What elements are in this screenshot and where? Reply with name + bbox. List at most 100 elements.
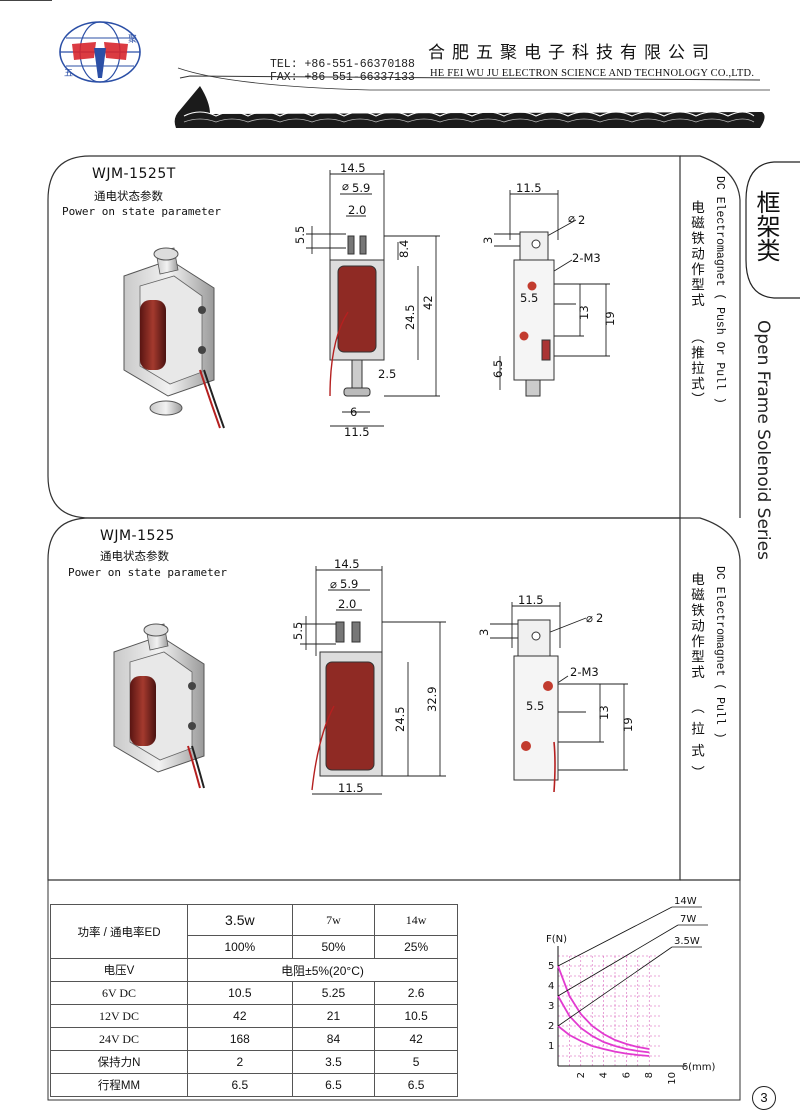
logo-char-left: 五 [64, 69, 73, 79]
series-tab [745, 161, 800, 299]
y-tick-label: 2 [548, 1021, 554, 1032]
product1-caption-en: Power on state parameter [62, 205, 221, 218]
table-cell: 100% [187, 935, 293, 959]
table-row: 电压V 电阻±5%(20°C) [50, 958, 458, 982]
product1-caption-cn: 通电状态参数 [94, 189, 163, 203]
p2-side-w: 11.5 [518, 593, 544, 607]
p1-dim-d59: 5.9 [352, 181, 370, 195]
p1-dim-h42: 42 [421, 295, 435, 310]
y-tick-label: 4 [548, 981, 554, 992]
p1-side-19: 19 [603, 311, 617, 326]
p1-dim-h84: 8.4 [397, 240, 411, 258]
x-tick-label: 2 [576, 1072, 587, 1078]
table-cell: 25% [374, 935, 458, 959]
page-number: 3 [752, 1086, 776, 1110]
header-banner [174, 67, 770, 128]
product2-caption-cn: 通电状态参数 [100, 549, 169, 563]
table-cell: 42 [187, 1004, 293, 1028]
series-title-cn: 框架类 [752, 190, 780, 262]
p1-side-65: 6.5 [491, 360, 505, 378]
tel-number: +86-551-66370188 [304, 58, 415, 71]
table-row: 功率 / 通电率ED 3.5w 7w 14w [50, 904, 458, 959]
logo-char-right: 聚 [128, 34, 137, 45]
x-tick-label: 6 [621, 1072, 632, 1078]
tel-label: TEL: [270, 58, 298, 71]
product2-caption-en: Power on state parameter [68, 566, 227, 579]
p1-dim-h245: 24.5 [403, 304, 417, 330]
table-row: 100% 50% 25% [51, 935, 458, 959]
table-cell: 2 [187, 1050, 293, 1074]
p1-dim-d6: 6 [350, 405, 357, 419]
product1-action-type-cn: 电磁铁动作型式 [688, 200, 704, 309]
table-cell: 6.5 [291, 1073, 376, 1097]
table-cell: 168 [187, 1027, 293, 1051]
p2-side-screw: 2-M3 [570, 665, 599, 679]
table-cell: 功率 / 通电率ED [50, 904, 188, 959]
x-tick-label: 8 [644, 1072, 655, 1078]
table-cell: 电压V [50, 958, 188, 982]
product2-action-type-cn: 电磁铁动作型式 [688, 572, 704, 681]
series-leader-line [557, 924, 679, 997]
company-name-cn: 合肥五聚电子科技有限公司 [428, 43, 716, 63]
series-label: 3.5W [674, 936, 700, 947]
p1-side-hole: 2 [578, 213, 585, 227]
series-label: 14W [674, 896, 697, 907]
p2-side-hole: 2 [596, 611, 603, 625]
p2-dim-w-total: 14.5 [334, 557, 360, 571]
x-tick-label: 4 [599, 1072, 610, 1078]
table-cell: 3.5w [187, 904, 293, 936]
table-cell: 3.5 [291, 1050, 376, 1074]
p2-side-55: 5.5 [526, 699, 544, 713]
series-leader-line [557, 906, 673, 967]
tel-line: TEL: +86-551-66370188 [270, 58, 415, 71]
p1-side-w: 11.5 [516, 181, 542, 195]
table-row: 6V DC 10.5 5.25 2.6 [50, 981, 458, 1005]
table-cell: 50% [291, 935, 376, 959]
table-cell: 6.5 [374, 1073, 458, 1097]
table-row: 24V DC 168 84 42 [50, 1027, 458, 1051]
series-line [557, 995, 650, 1054]
y-tick-label: 3 [548, 1001, 554, 1012]
p2-dim-h55: 5.5 [291, 622, 305, 640]
p2-dim-d59: 5.9 [340, 577, 358, 591]
table-cell: 电阻±5%(20°C) [187, 958, 458, 982]
p2-side-19: 19 [621, 717, 635, 732]
p2-side-13: 13 [597, 705, 611, 720]
table-cell: 10.5 [187, 981, 293, 1005]
table-cell: 5 [374, 1050, 458, 1074]
product1-action-type-cn-2: （推拉式） [688, 330, 704, 408]
spec-table: 功率 / 通电率ED 3.5w 7w 14w 100% 50% 25% 电压V … [50, 904, 458, 1097]
product2-action-type-cn-2: （ 拉 式 ） [688, 700, 704, 781]
table-cell: 84 [291, 1027, 376, 1051]
y-axis-label: F(N) [546, 934, 567, 945]
table-cell: 行程MM [50, 1073, 188, 1097]
series-leader-line [557, 946, 673, 1027]
p1-dim-w115: 11.5 [344, 425, 370, 439]
product2-side-drawing: 11.5 ⌀ 2 3 2-M3 5.5 13 19 [477, 593, 635, 793]
table-row: 保持力N 2 3.5 5 [50, 1050, 458, 1074]
table-cell: 保持力N [50, 1050, 188, 1074]
p2-dia-symbol: ⌀ [330, 577, 337, 591]
p2-side-h3: 3 [477, 629, 491, 636]
product2-model: WJM-1525 [100, 528, 175, 544]
p2-dim-h329: 32.9 [425, 686, 439, 712]
product1-photo [123, 247, 225, 429]
p1-side-h3: 3 [481, 237, 495, 244]
table-cell: 7w [291, 904, 376, 936]
p2-side-dia-symbol: ⌀ [586, 611, 593, 625]
p1-dim-w20: 2.0 [348, 203, 366, 217]
y-tick-label: 1 [548, 1041, 554, 1052]
series-line [557, 1025, 650, 1057]
y-tick-label: 5 [548, 961, 554, 972]
company-name-en: HE FEI WU JU ELECTRON SCIENCE AND TECHNO… [430, 68, 755, 79]
product1-front-drawing: 14.5 5.9 ⌀ 2.0 5.5 8.4 24.5 42 2.5 6 11.… [293, 161, 440, 439]
p2-dim-w20: 2.0 [338, 597, 356, 611]
x-tick-label: 10 [667, 1072, 678, 1085]
table-cell: 2.6 [374, 981, 458, 1005]
table-cell: 6V DC [50, 981, 188, 1005]
table-cell: 21 [291, 1004, 376, 1028]
table-row: 12V DC 42 21 10.5 [50, 1004, 458, 1028]
p2-dim-h245: 24.5 [393, 706, 407, 732]
